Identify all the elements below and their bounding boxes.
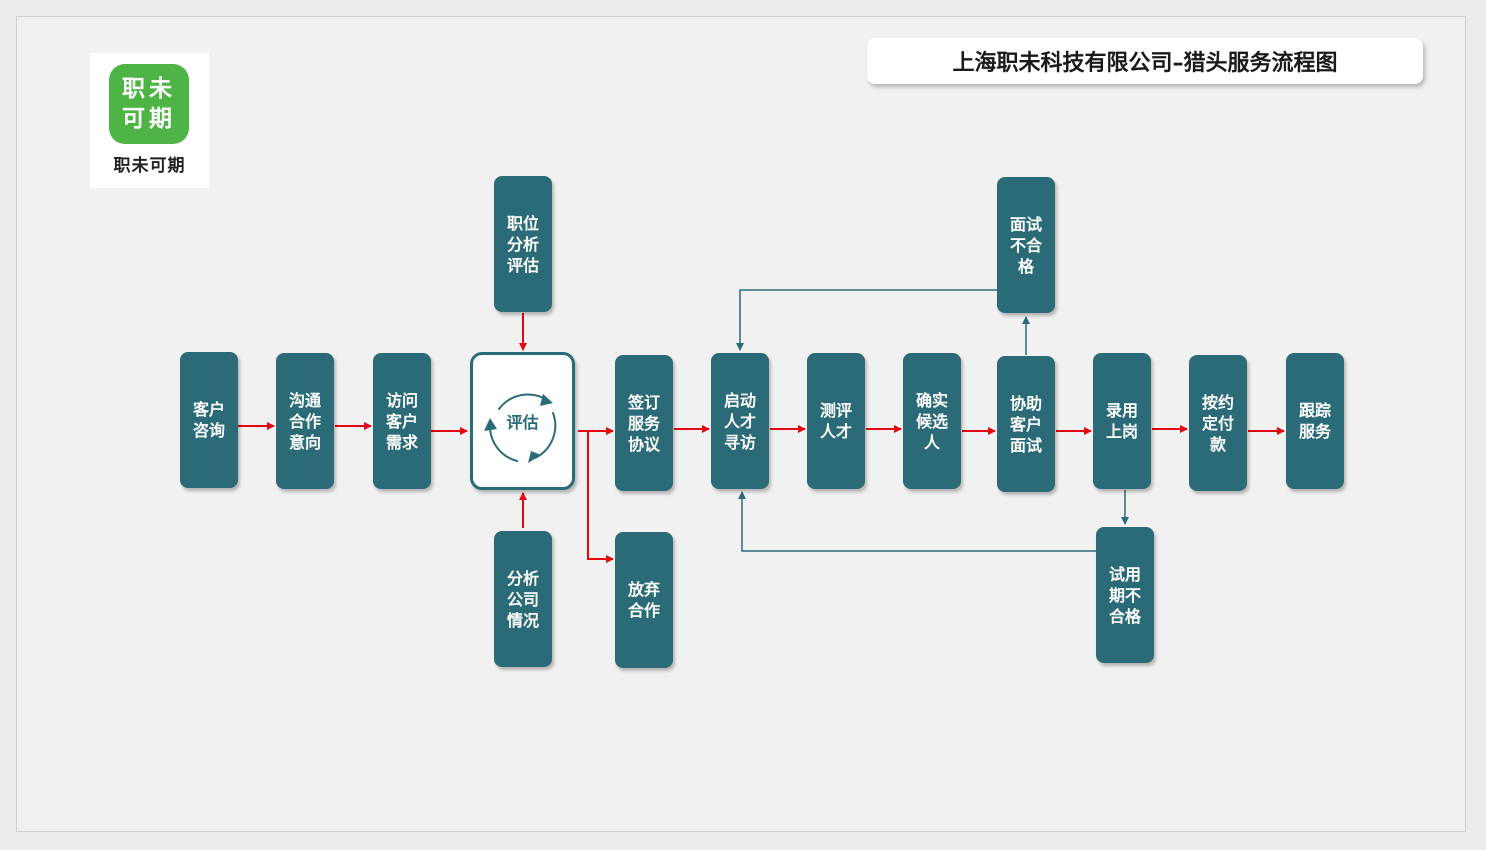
logo-mark: 职未 可期 [109,64,189,144]
node-assess-talent: 测评人才 [807,353,865,489]
node-followup: 跟踪服务 [1286,353,1344,489]
company-logo: 职未 可期 职未可期 [90,53,209,188]
node-assist-interview: 协助客户面试 [997,356,1055,492]
node-confirm-candidate: 确实候选人 [903,353,961,489]
evaluation-label: 评估 [506,413,539,432]
node-consult: 客户咨询 [180,352,238,488]
node-talent-search: 启动人才寻访 [711,353,769,489]
diagram-title: 上海职未科技有限公司–猎头服务流程图 [867,38,1423,84]
node-evaluation: 评估 [470,352,575,490]
node-position-analysis: 职位分析评估 [494,176,552,312]
node-interview-fail: 面试不合格 [997,177,1055,313]
logo-text-line1: 职未 [122,76,176,102]
node-payment: 按约定付款 [1189,355,1247,491]
node-hire: 录用上岗 [1093,353,1151,489]
cycle-arrows-icon [484,393,557,463]
node-visit: 访问客户需求 [373,353,431,489]
node-sign-agreement: 签订服务协议 [615,355,673,491]
logo-caption: 职未可期 [113,156,186,176]
logo-text-line2: 可期 [122,106,176,132]
node-probation-fail: 试用期不合格 [1096,527,1154,663]
node-company-analysis: 分析公司情况 [494,531,552,667]
node-communicate: 沟通合作意向 [276,353,334,489]
node-abandon: 放弃合作 [615,532,673,668]
